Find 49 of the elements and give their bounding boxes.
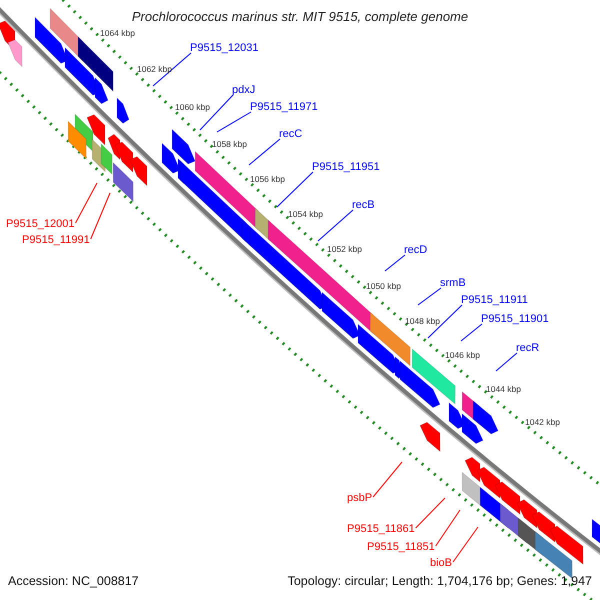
leader-line [384, 254, 406, 272]
tick-label: 1042 kbp [525, 417, 560, 427]
gene-label: recB [352, 199, 375, 211]
leader-line [372, 462, 402, 498]
tick-label: 1058 kbp [212, 139, 247, 149]
tick-label: 1044 kbp [486, 384, 521, 394]
gene-label: recC [279, 128, 302, 140]
genome-info-text: Topology: circular; Length: 1,704,176 bp; Genes: 1,947 [288, 574, 592, 589]
gene-label: P9515_12031 [190, 42, 259, 54]
tick-label: 1048 kbp [405, 316, 440, 326]
leader-line [200, 94, 234, 130]
leader-line [90, 192, 110, 240]
gene-label: P9515_11901 [481, 313, 549, 325]
gene-label: P9515_12001 [6, 218, 75, 230]
gene-label: P9515_11971 [250, 101, 318, 113]
leader-line [152, 52, 192, 86]
tick-label: 1054 kbp [288, 209, 323, 219]
gene-label: P9515_11861 [347, 523, 415, 535]
tick-label: 1060 kbp [175, 102, 210, 112]
tick-label: 1052 kbp [327, 244, 362, 254]
gene-label: srmB [440, 277, 466, 289]
leader-line [415, 498, 446, 528]
leader-line [428, 304, 462, 338]
gene-label: recD [404, 244, 428, 256]
gene-label: P9515_11911 [461, 294, 528, 306]
tick-label: 1046 kbp [445, 350, 480, 360]
leader-line [276, 172, 314, 208]
tick-label: 1056 kbp [250, 174, 285, 184]
tick-label: 1062 kbp [137, 64, 172, 74]
gene-label: P9515_11951 [312, 161, 380, 173]
title: Prochlorococcus marinus str. MIT 9515, complete genome [130, 9, 470, 25]
leader-line [318, 210, 354, 242]
leader-line [248, 138, 280, 166]
gene-label: recR [516, 342, 540, 354]
leader-line [452, 526, 478, 562]
accession-text: Accession: NC_008817 [8, 574, 139, 589]
leader-line [216, 112, 252, 132]
leader-line [435, 510, 460, 546]
leader-line [496, 352, 518, 372]
gene-label: pdxJ [232, 84, 256, 96]
tick-label: 1064 kbp [100, 28, 135, 38]
leader-line [75, 182, 98, 224]
leader-line [418, 288, 442, 306]
gene-label: bioB [430, 557, 452, 569]
leader-line [460, 324, 482, 342]
tick-label: 1050 kbp [366, 281, 401, 291]
gene-label: psbP [347, 492, 372, 504]
gene-label: P9515_11851 [367, 541, 435, 553]
gene-label: P9515_11991 [22, 234, 90, 246]
